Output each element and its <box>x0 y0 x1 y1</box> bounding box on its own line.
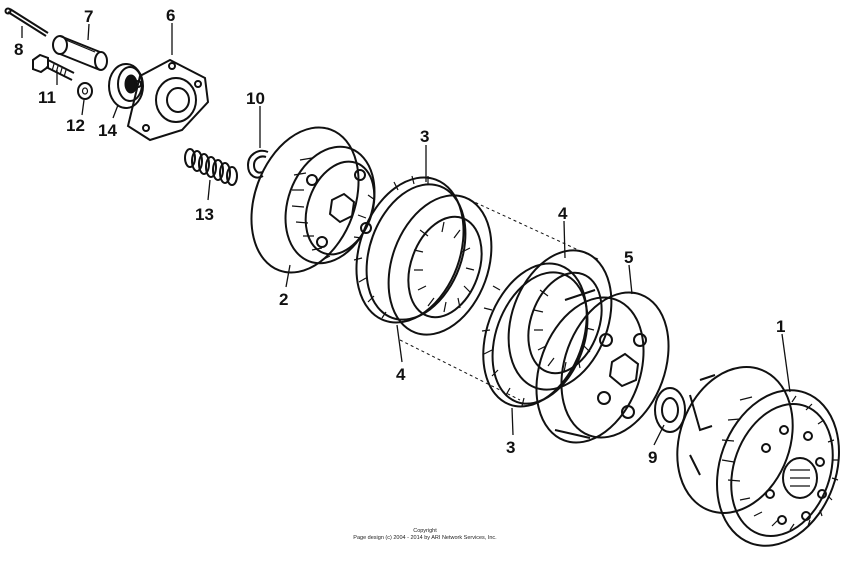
callout-10: 10 <box>246 89 265 108</box>
copyright-footer: Copyright Page design (c) 2004 - 2014 by… <box>0 528 850 542</box>
part-4-steel-plate-lower <box>507 249 613 391</box>
callout-4-lower: 4 <box>396 365 406 384</box>
callout-4-upper: 4 <box>558 204 568 223</box>
part-8-pin <box>4 7 49 37</box>
part-1-clutch-outer <box>676 366 840 547</box>
part-3-friction-disc-lower <box>481 262 589 408</box>
callout-14: 14 <box>98 121 117 140</box>
part-7-shaft <box>52 35 108 71</box>
part-11-bolt <box>32 53 75 81</box>
part-13-spring <box>184 148 238 186</box>
part-12-washer <box>77 82 93 100</box>
callout-3-upper: 3 <box>420 127 429 146</box>
part-10-snap-ring <box>246 149 269 179</box>
callout-9: 9 <box>648 448 657 467</box>
callout-labels: 1 2 3 3 4 4 5 6 7 8 9 10 11 12 13 14 <box>14 6 785 467</box>
callout-13: 13 <box>195 205 214 224</box>
callout-6: 6 <box>166 6 175 25</box>
part-6-lifter-plate <box>126 58 210 142</box>
part-9-thrust-washer <box>654 387 686 433</box>
callout-3-lower: 3 <box>506 438 515 457</box>
callout-1: 1 <box>776 317 785 336</box>
callout-12: 12 <box>66 116 85 135</box>
part-2-pressure-plate <box>250 126 376 274</box>
callout-8: 8 <box>14 40 23 59</box>
part-4-steel-plate-upper <box>387 194 493 336</box>
callout-11: 11 <box>38 88 56 107</box>
alignment-lines <box>399 199 601 401</box>
leader-lines <box>21 23 791 446</box>
part-3-friction-disc-upper <box>353 175 467 324</box>
copyright-notice: Page design (c) 2004 - 2014 by ARI Netwo… <box>353 535 497 541</box>
callout-7: 7 <box>84 7 93 26</box>
callout-5: 5 <box>624 248 633 267</box>
copyright-label: Copyright <box>413 528 437 534</box>
part-5-clutch-center <box>535 289 670 444</box>
callout-2: 2 <box>279 290 288 309</box>
